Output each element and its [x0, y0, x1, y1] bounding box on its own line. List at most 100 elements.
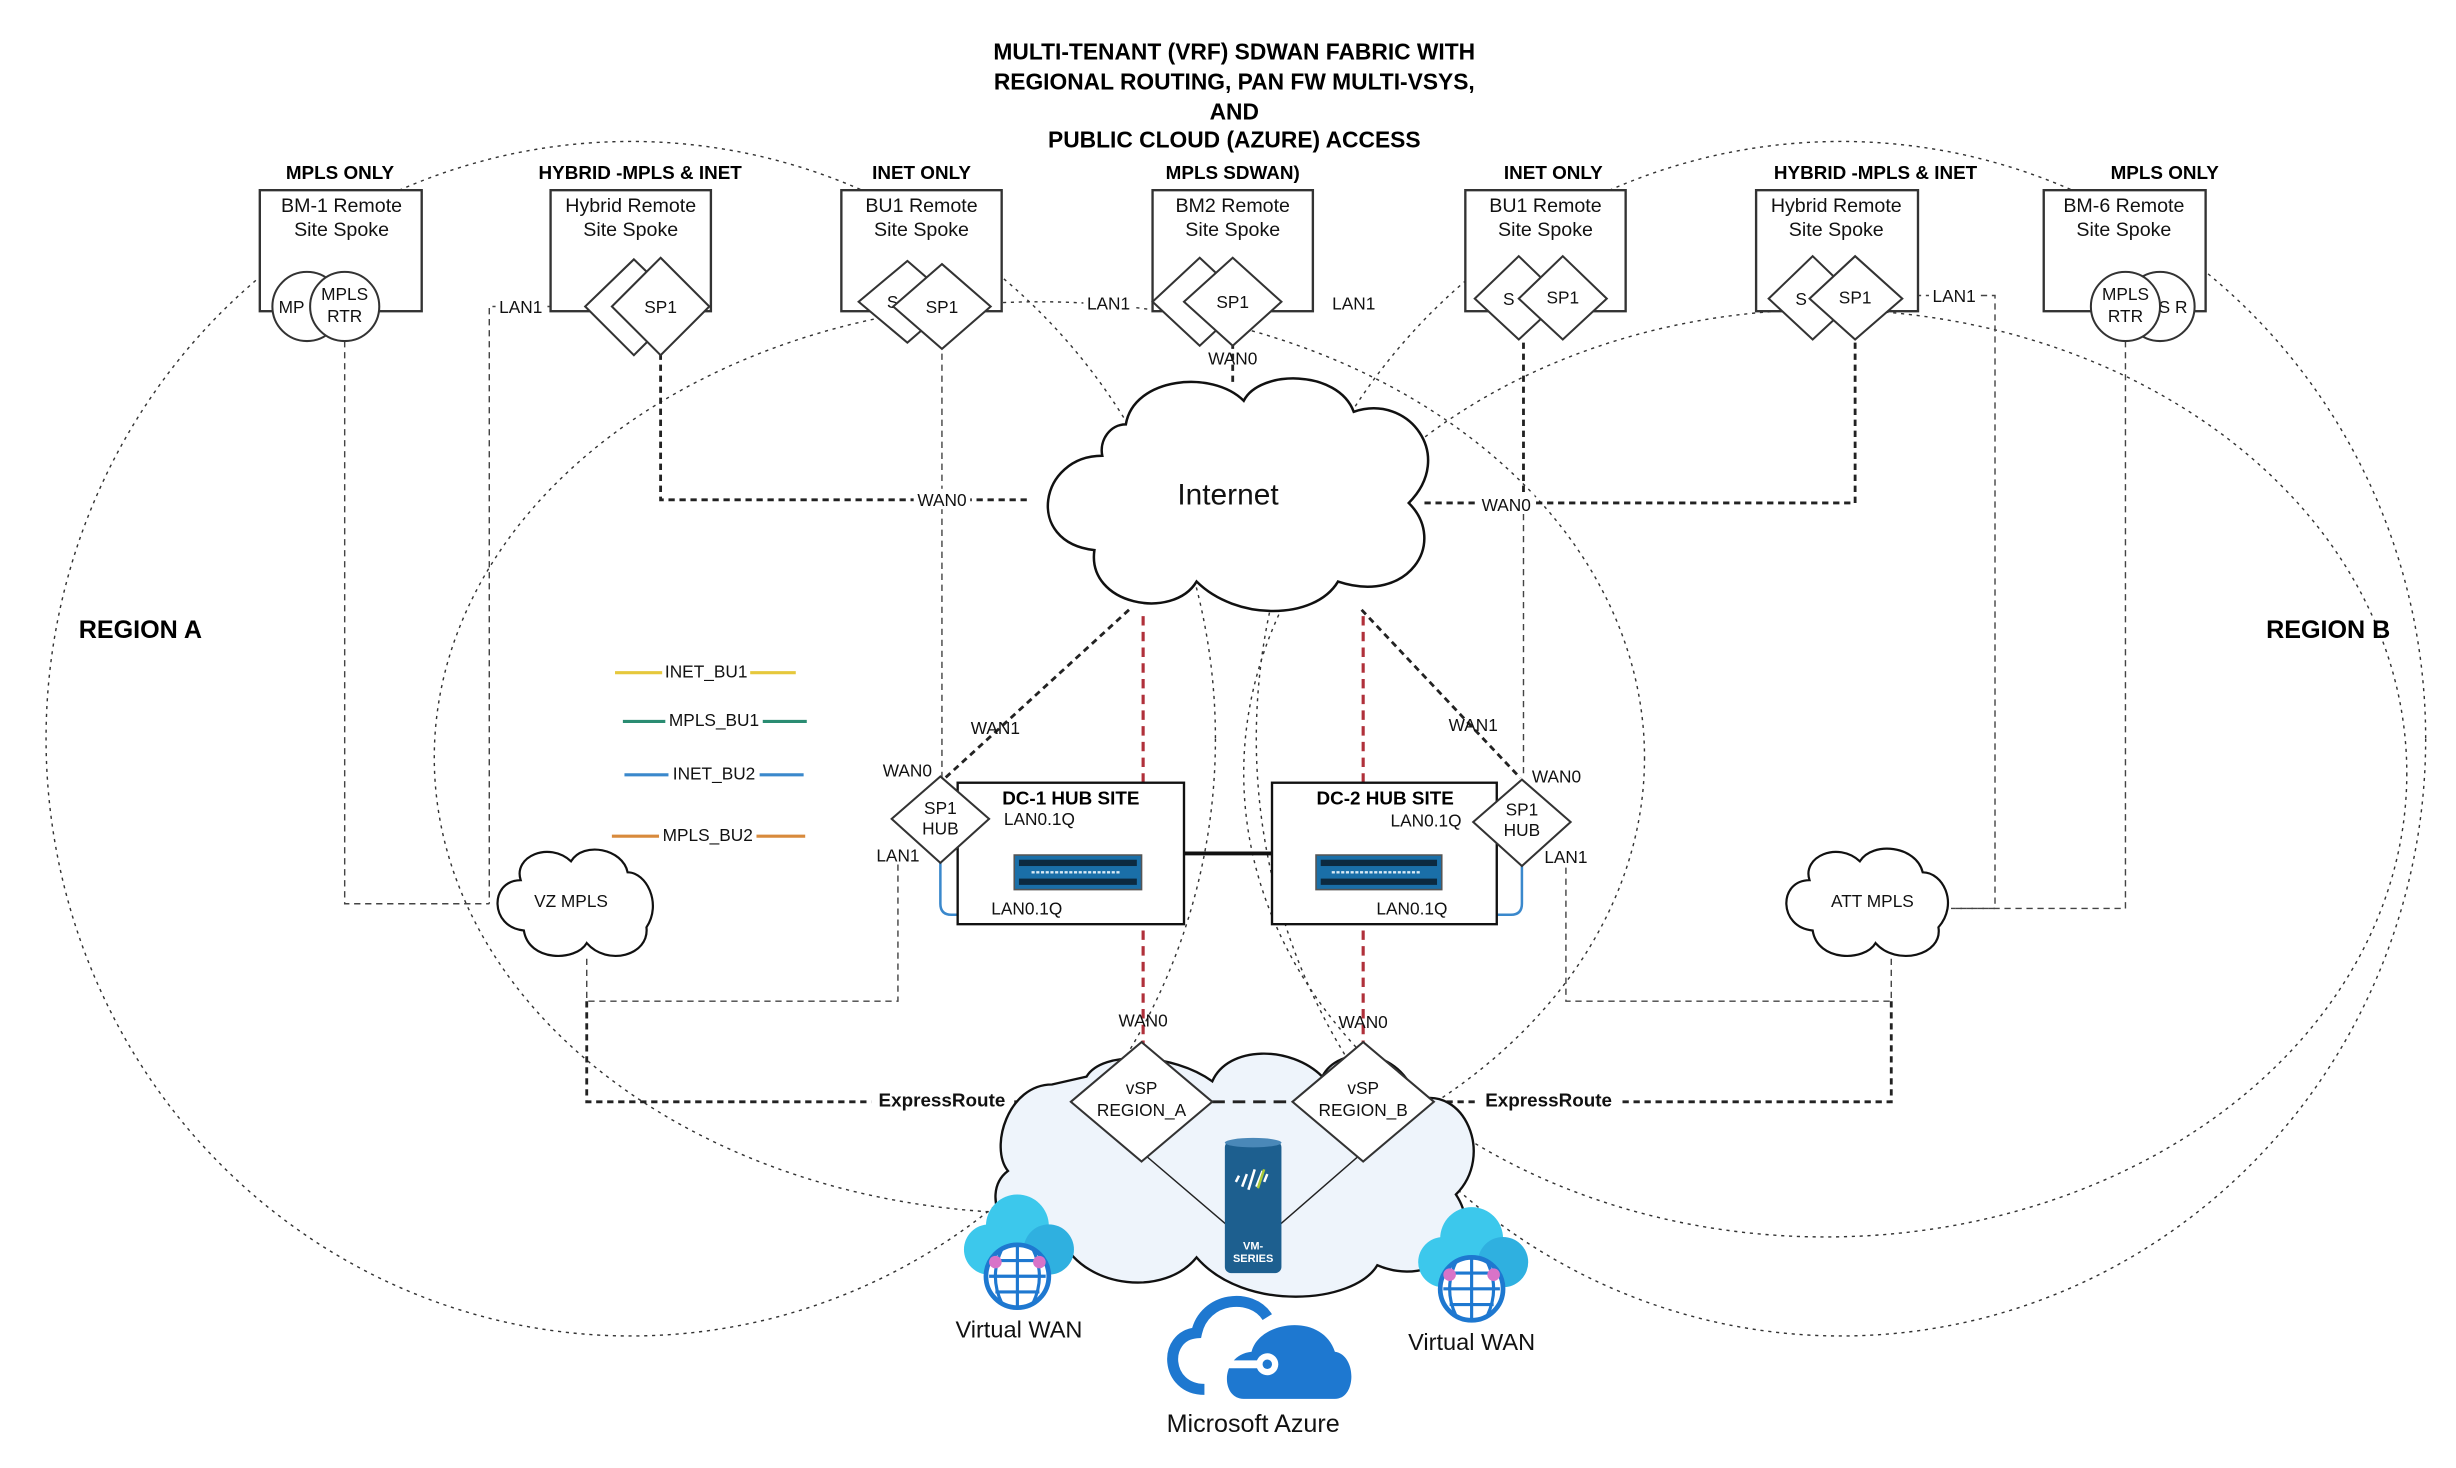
svg-text:WAN0: WAN0 — [1532, 767, 1581, 787]
virtual-wan-right[interactable]: Virtual WAN — [1408, 1207, 1535, 1355]
site-category: MPLS ONLY — [2111, 162, 2220, 183]
device-back-label: S — [887, 292, 899, 312]
svg-text:WAN0: WAN0 — [1482, 495, 1531, 515]
site-category: HYBRID -MPLS & INET — [1774, 162, 1978, 183]
svg-text:SP1: SP1 — [1506, 800, 1539, 820]
sdwan-appliance-icon[interactable] — [1808, 254, 1904, 341]
device-label: RTR — [327, 306, 362, 326]
site-bu1-left: INET ONLY BU1 Remote Site Spoke S SP1 — [840, 162, 1003, 351]
vsp-region-b[interactable]: vSP REGION_B — [1290, 1040, 1436, 1163]
device-label: MPLS — [321, 284, 368, 304]
site-hybrid-right: HYBRID -MPLS & INET Hybrid Remote Site S… — [1754, 162, 1978, 341]
sdwan-appliance-icon[interactable] — [1517, 254, 1609, 341]
vz-mpls-cloud[interactable]: VZ MPLS — [496, 848, 654, 957]
virtual-wan-left[interactable]: Virtual WAN — [955, 1194, 1082, 1343]
internet-cloud[interactable]: Internet — [1046, 377, 1430, 613]
svg-text:ATT MPLS: ATT MPLS — [1831, 891, 1914, 911]
site-type: Site Spoke — [583, 219, 678, 241]
device-back-label: S — [1503, 289, 1515, 309]
link-labels: LAN1 LAN1 LAN1 LAN1 WAN0 WAN0 WAN0 WAN1 … — [495, 284, 1980, 1112]
svg-text:WAN1: WAN1 — [971, 718, 1020, 738]
site-category: MPLS ONLY — [286, 162, 395, 183]
device-label: SP1 — [926, 297, 959, 317]
svg-text:LAN1: LAN1 — [1544, 847, 1587, 867]
azure-cloud[interactable]: vSP REGION_A vSP REGION_B VM- SERIES — [994, 1040, 1475, 1298]
sp1-hub-left[interactable]: SP1 HUB — [890, 775, 991, 865]
virtual-wan-label: Virtual WAN — [1408, 1329, 1535, 1355]
device-label: RTR — [2108, 306, 2143, 326]
virtual-wan-icon — [963, 1194, 1074, 1311]
svg-text:LAN1: LAN1 — [1933, 286, 1976, 306]
site-bm6: MPLS ONLY BM-6 Remote Site Spoke LS R MP… — [2042, 162, 2220, 343]
site-category: MPLS SDWAN) — [1166, 162, 1300, 183]
site-name: BU1 Remote — [1489, 195, 1601, 217]
svg-text:WAN0: WAN0 — [883, 760, 932, 780]
svg-text:ExpressRoute: ExpressRoute — [1485, 1090, 1612, 1111]
svg-text:vSP: vSP — [1347, 1078, 1379, 1098]
site-category: INET ONLY — [872, 162, 971, 183]
site-bm1: MPLS ONLY BM-1 Remote Site Spoke MP R MP… — [258, 162, 423, 343]
mpls-router-icon[interactable] — [309, 270, 381, 343]
svg-text:SP1: SP1 — [924, 798, 957, 818]
site-type: Site Spoke — [1498, 219, 1593, 241]
region-a-boundary — [45, 140, 1217, 1337]
lan-label: LAN0.1Q — [991, 899, 1062, 919]
legend-item-mpls-bu2: MPLS_BU2 — [611, 823, 806, 845]
site-hybrid-left: HYBRID -MPLS & INET Hybrid Remote Site S… — [539, 162, 742, 357]
sdwan-appliance-icon[interactable] — [891, 262, 993, 351]
svg-text:LAN1: LAN1 — [876, 845, 919, 865]
svg-text:WAN0: WAN0 — [917, 490, 966, 510]
site-bu1-right: INET ONLY BU1 Remote Site Spoke S SP1 — [1464, 162, 1627, 341]
hub-title: DC-1 HUB SITE — [1002, 788, 1139, 809]
svg-text:WAN0: WAN0 — [1208, 349, 1257, 369]
device-label: SP1 — [1546, 287, 1579, 307]
dc2-hub-site[interactable]: DC-2 HUB SITE LAN0.1Q LAN0.1Q — [1270, 781, 1498, 926]
virtual-wan-icon — [1418, 1207, 1529, 1323]
diagram-title-line-3: AND — [1210, 98, 1259, 124]
microsoft-azure: Microsoft Azure — [1167, 1295, 1352, 1438]
svg-text:REGION_A: REGION_A — [1097, 1100, 1187, 1120]
device-label: SP1 — [644, 297, 677, 317]
svg-text:HUB: HUB — [1504, 820, 1540, 840]
site-name: BU1 Remote — [865, 195, 977, 217]
sp1-hub-right[interactable]: SP1 HUB — [1471, 778, 1573, 868]
sdwan-appliance-icon[interactable] — [610, 256, 711, 357]
site-category: INET ONLY — [1504, 162, 1603, 183]
lan-label: LAN0.1Q — [1376, 899, 1447, 919]
vsp-region-a[interactable]: vSP REGION_A — [1069, 1040, 1214, 1163]
svg-text:LAN1: LAN1 — [499, 297, 542, 317]
dc1-hub-site[interactable]: DC-1 HUB SITE LAN0.1Q LAN0.1Q — [956, 781, 1186, 926]
svg-text:LAN1: LAN1 — [1332, 294, 1375, 314]
site-type: Site Spoke — [2076, 219, 2171, 241]
site-name: Hybrid Remote — [565, 195, 696, 217]
legend: INET_BU1 MPLS_BU1 INET_BU2 MPLS_BU2 — [611, 660, 807, 845]
svg-text:LAN1: LAN1 — [1087, 294, 1130, 314]
site-name: BM-1 Remote — [281, 195, 402, 217]
device-label: SP1 — [1216, 292, 1249, 312]
lan-label: LAN0.1Q — [1004, 809, 1075, 829]
att-mpls-cloud[interactable]: ATT MPLS — [1785, 847, 1950, 957]
device-label: MPLS — [2102, 284, 2149, 304]
svg-text:MPLS_BU1: MPLS_BU1 — [669, 710, 759, 730]
hub-title: DC-2 HUB SITE — [1317, 788, 1454, 809]
region-a-inner-boundary — [433, 301, 1646, 1215]
site-name: BM-6 Remote — [2063, 195, 2184, 217]
site-name: BM2 Remote — [1175, 195, 1290, 217]
svg-text:INET_BU2: INET_BU2 — [673, 764, 756, 784]
sdwan-appliance-icon[interactable] — [1182, 256, 1283, 348]
firewall-appliance-icon — [1013, 854, 1143, 891]
microsoft-azure-label: Microsoft Azure — [1167, 1410, 1340, 1438]
site-type: Site Spoke — [294, 219, 389, 241]
vm-series-firewall-icon: VM- SERIES — [1224, 1137, 1282, 1274]
mpls-router-icon[interactable] — [2089, 270, 2162, 343]
svg-text:MPLS_BU2: MPLS_BU2 — [663, 825, 753, 845]
device-label: SP1 — [1839, 287, 1872, 307]
svg-text:SERIES: SERIES — [1233, 1253, 1273, 1265]
legend-item-inet-bu2: INET_BU2 — [624, 762, 804, 784]
diagram-title-line-1: MULTI-TENANT (VRF) SDWAN FABRIC WITH — [993, 39, 1475, 65]
region-a-label: REGION A — [79, 616, 202, 644]
region-b-boundary — [1255, 140, 2427, 1337]
site-bm2: MPLS SDWAN) BM2 Remote Site Spoke SP1 — [1151, 162, 1315, 348]
site-type: Site Spoke — [874, 219, 969, 241]
